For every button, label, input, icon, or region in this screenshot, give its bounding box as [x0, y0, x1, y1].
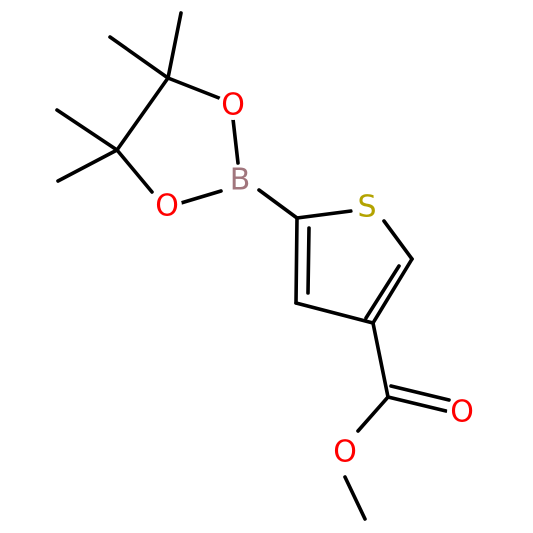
- bond-c-o-upper: [166, 76, 221, 100]
- bond-methyl-4: [56, 148, 119, 183]
- bond-ring-c-c: [115, 76, 170, 152]
- bond-c5-s: [295, 209, 353, 220]
- atom-oxygen-upper: O: [218, 88, 248, 123]
- bond-carbonyl-double-2: [389, 384, 451, 402]
- bond-c-o-lower: [115, 148, 154, 194]
- bond-methyl-3: [55, 108, 119, 152]
- svg-text:B: B: [230, 163, 251, 198]
- bond-c2-c3: [371, 257, 414, 325]
- bond-c3-carbonyl-c: [371, 321, 390, 399]
- bond-methyl-2: [108, 35, 170, 80]
- atom-oxygen-carbonyl: O: [447, 395, 477, 430]
- bond-c4-c5-inner: [306, 226, 311, 295]
- bond-o-b-upper: [231, 117, 240, 165]
- atom-oxygen-ester: O: [330, 435, 360, 470]
- bond-b-c5: [257, 188, 299, 220]
- bond-carbonyl-double-1: [386, 395, 448, 413]
- atom-sulfur: S: [352, 190, 382, 225]
- bond-methyl-1: [166, 11, 183, 80]
- bond-o-b-lower: [179, 189, 223, 205]
- bond-o-methyl: [343, 475, 367, 521]
- atom-boron: B: [225, 163, 255, 198]
- svg-text:O: O: [155, 189, 179, 224]
- bond-c3-c4: [294, 301, 375, 325]
- svg-text:O: O: [450, 395, 474, 430]
- atom-oxygen-lower: O: [152, 189, 182, 224]
- bond-c4-c5: [294, 216, 299, 305]
- svg-text:S: S: [357, 190, 376, 225]
- bond-s-c2: [382, 219, 414, 261]
- bond-c2-c3-inner: [364, 264, 401, 320]
- bond-carbonyl-c-o: [356, 395, 390, 433]
- svg-text:O: O: [333, 435, 357, 470]
- svg-text:O: O: [221, 88, 245, 123]
